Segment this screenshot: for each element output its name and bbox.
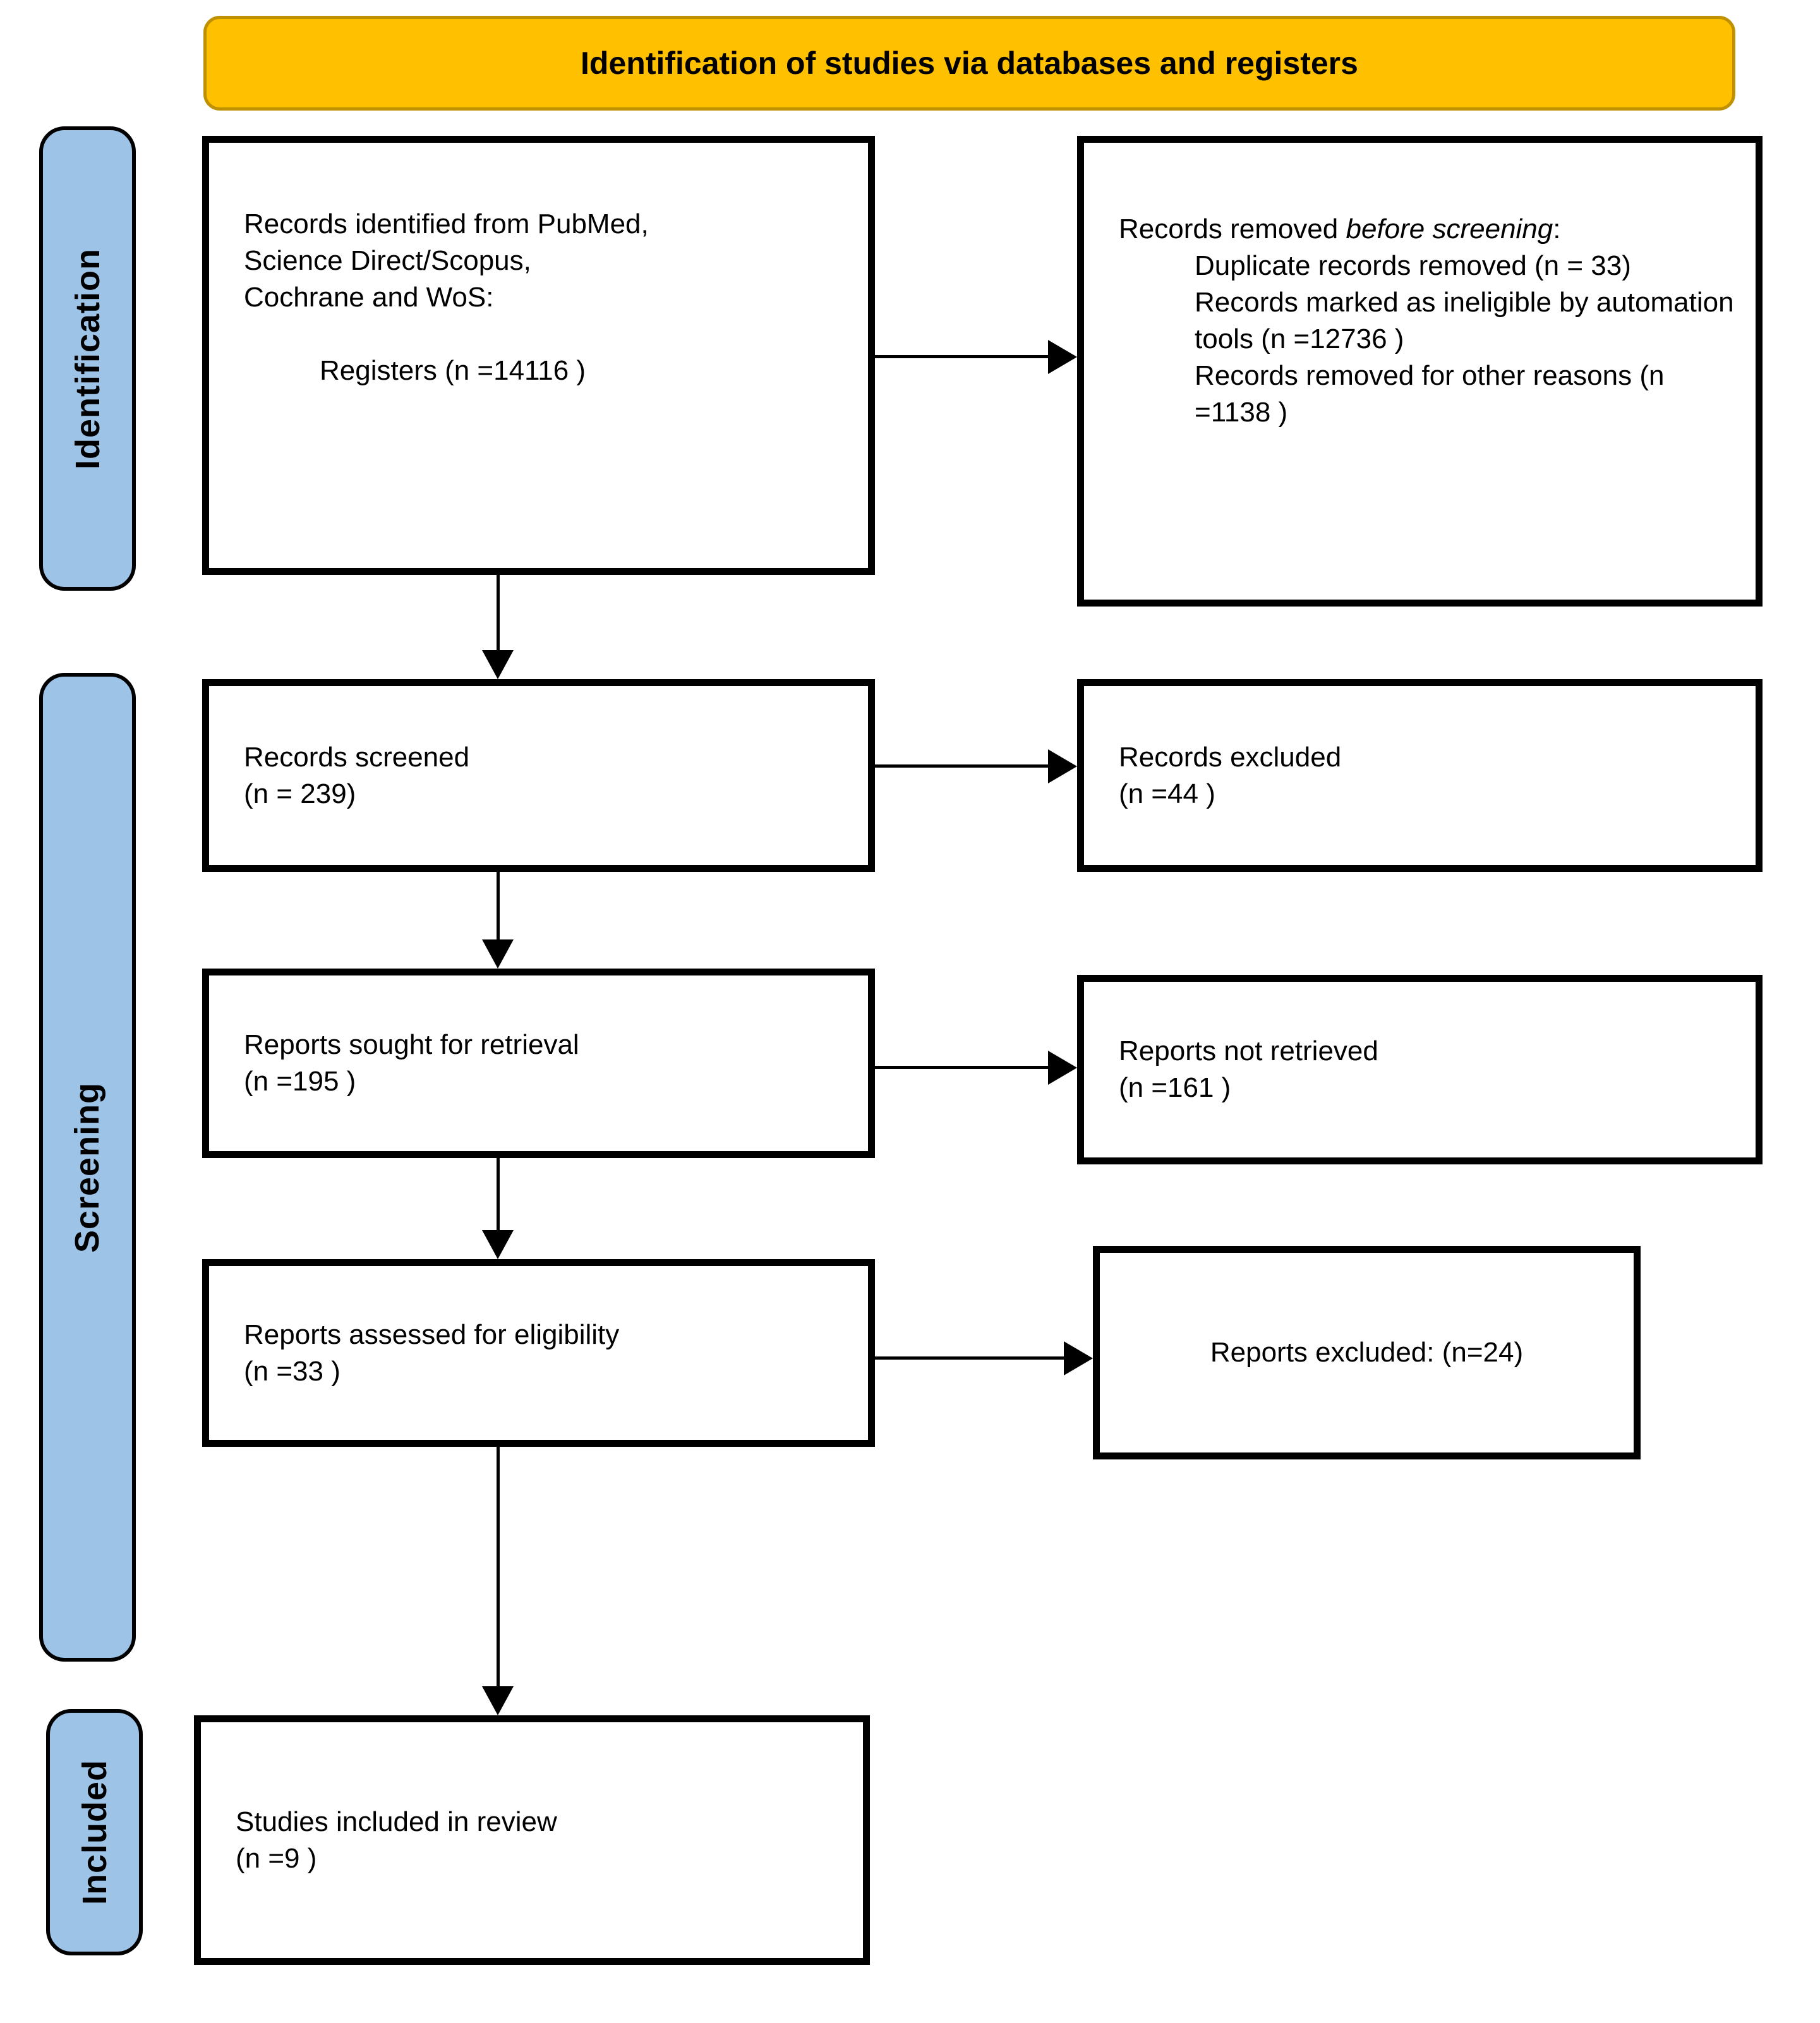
arrow-head-icon: [1064, 1341, 1093, 1375]
records-removed-suffix: :: [1553, 214, 1561, 245]
arrow-line: [875, 355, 1052, 358]
records-removed-item: Records marked as ineligible by automati…: [1195, 287, 1734, 354]
box-records-identified: Records identified from PubMed, Science …: [202, 136, 875, 575]
arrow-line: [875, 1356, 1064, 1360]
stage-band-included: Included: [46, 1709, 143, 1955]
arrow-head-icon: [482, 1686, 514, 1715]
diagram-title: Identification of studies via databases …: [581, 45, 1358, 81]
arrow-head-icon: [1048, 749, 1077, 783]
records-screened-text: Records screened (n = 239): [244, 741, 470, 809]
reports-assessed-text: Reports assessed for eligibility (n =33 …: [244, 1319, 620, 1387]
stage-label-identification: Identification: [68, 248, 107, 469]
records-identified-text: Records identified from PubMed, Science …: [244, 208, 649, 313]
box-studies-included: Studies included in review (n =9 ): [194, 1715, 870, 1965]
box-reports-not-retrieved: Reports not retrieved (n =161 ): [1077, 975, 1763, 1164]
box-reports-assessed: Reports assessed for eligibility (n =33 …: [202, 1259, 875, 1447]
arrow-line: [497, 1447, 500, 1688]
box-records-removed: Records removed before screening: Duplic…: [1077, 136, 1763, 607]
box-records-screened: Records screened (n = 239): [202, 679, 875, 872]
reports-excluded-text: Reports excluded: (n=24): [1210, 1337, 1524, 1368]
stage-band-screening: Screening: [39, 673, 136, 1662]
records-excluded-text: Records excluded (n =44 ): [1119, 741, 1342, 809]
records-removed-item: Duplicate records removed (n = 33): [1195, 250, 1631, 281]
arrow-line: [875, 764, 1052, 768]
records-removed-item: Records removed for other reasons (n =11…: [1195, 360, 1665, 428]
studies-included-text: Studies included in review (n =9 ): [236, 1806, 557, 1874]
arrow-line: [875, 1066, 1052, 1069]
arrow-line: [497, 574, 500, 652]
reports-sought-text: Reports sought for retrieval (n =195 ): [244, 1029, 579, 1097]
arrow-head-icon: [1048, 340, 1077, 374]
box-reports-excluded: Reports excluded: (n=24): [1093, 1246, 1641, 1459]
arrow-head-icon: [482, 1230, 514, 1259]
reports-not-retrieved-text: Reports not retrieved (n =161 ): [1119, 1036, 1378, 1103]
arrow-head-icon: [482, 939, 514, 969]
stage-label-included: Included: [75, 1759, 114, 1905]
stage-label-screening: Screening: [68, 1082, 107, 1253]
title-banner: Identification of studies via databases …: [203, 16, 1735, 111]
records-identified-registers: Registers (n =14116 ): [320, 355, 586, 386]
records-removed-heading: Records removed before screening:: [1119, 211, 1737, 248]
arrow-line: [497, 1158, 500, 1232]
records-removed-emphasis: before screening: [1346, 214, 1553, 245]
box-records-excluded: Records excluded (n =44 ): [1077, 679, 1763, 872]
arrow-line: [497, 872, 500, 941]
stage-band-identification: Identification: [39, 126, 136, 591]
arrow-head-icon: [1048, 1051, 1077, 1085]
arrow-head-icon: [482, 650, 514, 679]
records-removed-prefix: Records removed: [1119, 214, 1346, 245]
box-reports-sought: Reports sought for retrieval (n =195 ): [202, 969, 875, 1158]
